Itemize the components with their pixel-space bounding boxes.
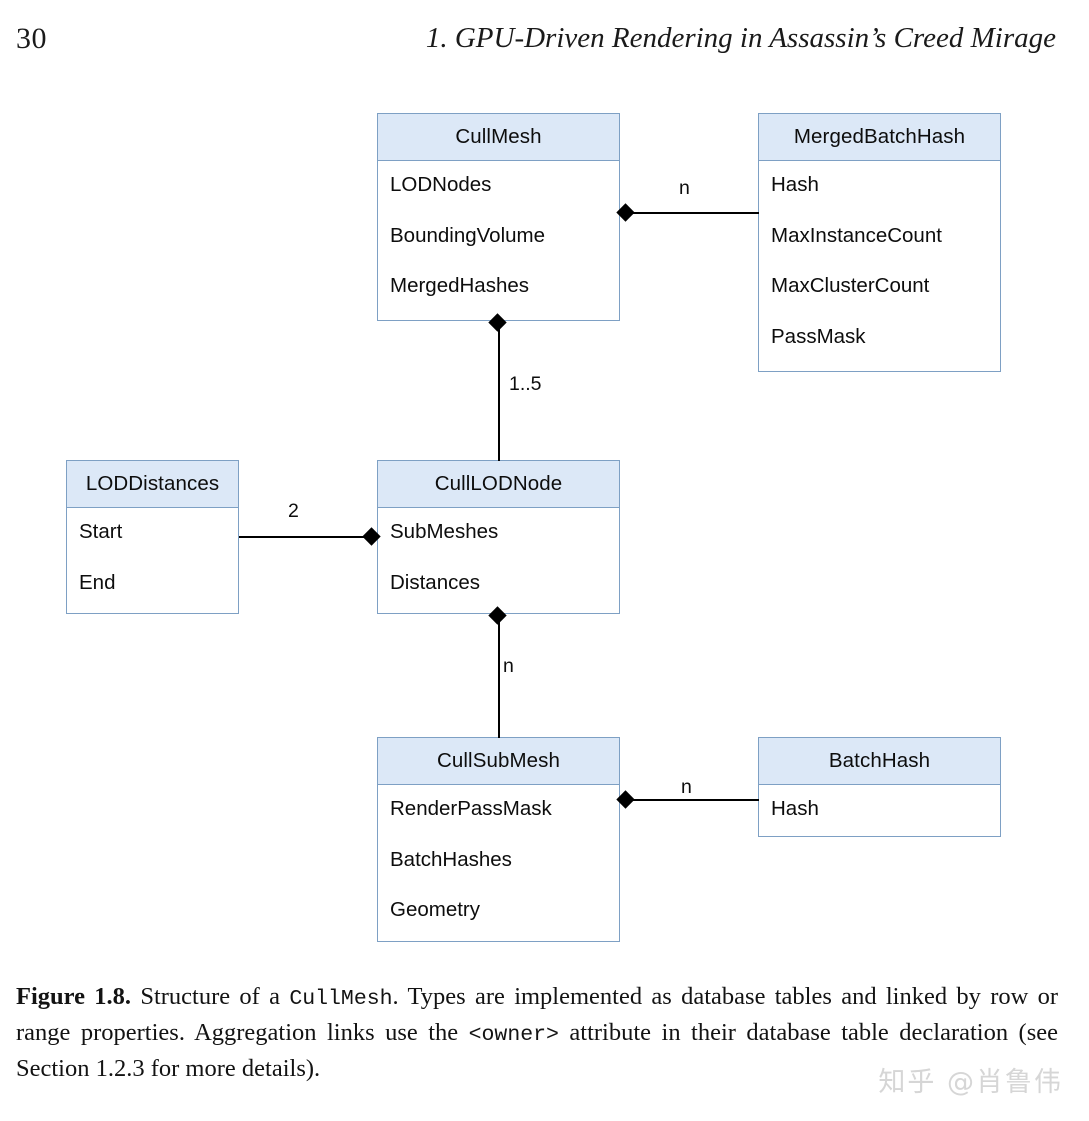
uml-attribute: End [79, 570, 116, 594]
uml-attribute-list: Hash [759, 785, 1000, 820]
figure-caption-code-cullmesh: CullMesh [289, 987, 393, 1011]
uml-node-title: CullLODNode [378, 461, 619, 508]
figure-caption-code-owner: <owner> [468, 1023, 559, 1047]
multiplicity-label-e5: n [681, 776, 692, 798]
multiplicity-label-e2: 1..5 [509, 373, 542, 395]
uml-node-lod-distances[interactable]: LODDistances Start End [66, 460, 239, 614]
edge-cull-mesh-merged-batch-hash [626, 212, 759, 214]
uml-node-title: MergedBatchHash [759, 114, 1000, 161]
uml-attribute: RenderPassMask [390, 797, 552, 820]
uml-attribute: MergedHashes [390, 274, 530, 297]
uml-attribute: MaxInstanceCount [771, 223, 942, 247]
uml-attribute: Hash [771, 173, 819, 196]
uml-attribute: PassMask [771, 324, 866, 348]
edge-cull-mesh-cull-lod-node [498, 327, 500, 461]
uml-attribute-list: Start End [67, 508, 238, 593]
uml-node-merged-batch-hash[interactable]: MergedBatchHash Hash MaxInstanceCount Ma… [758, 113, 1001, 372]
uml-class-diagram: CullMesh LODNodes BoundingVolume MergedH… [66, 113, 1001, 942]
multiplicity-label-e4: n [503, 655, 514, 677]
uml-node-cull-sub-mesh[interactable]: CullSubMesh RenderPassMask BatchHashes G… [377, 737, 620, 942]
uml-node-title: CullMesh [378, 114, 619, 161]
uml-attribute: Geometry [390, 898, 480, 921]
uml-node-title: BatchHash [759, 738, 1000, 785]
multiplicity-label-e3: 2 [288, 500, 299, 522]
uml-attribute: BatchHashes [390, 847, 512, 871]
uml-attribute-list: LODNodes BoundingVolume MergedHashes [378, 161, 619, 297]
figure-caption-part3: attribute in their database table declar… [16, 1019, 1058, 1082]
uml-attribute: Hash [771, 797, 819, 820]
figure-caption: Figure 1.8. Structure of a CullMesh. Typ… [16, 980, 1058, 1085]
uml-attribute: MaxClusterCount [771, 274, 930, 297]
figure-caption-part1: Structure of a [140, 983, 290, 1010]
uml-attribute: SubMeshes [390, 520, 499, 543]
multiplicity-label-e1: n [679, 177, 690, 199]
uml-attribute: LODNodes [390, 173, 492, 196]
edge-lod-distances-cull-lod-node [239, 536, 378, 538]
uml-node-title: LODDistances [67, 461, 238, 508]
page-running-head: 30 1. GPU-Driven Rendering in Assassin’s… [0, 22, 1089, 66]
uml-attribute-list: Hash MaxInstanceCount MaxClusterCount Pa… [759, 161, 1000, 347]
edge-cull-sub-mesh-batch-hash [626, 799, 759, 801]
watermark: 知乎 @肖鲁伟 [878, 1067, 1063, 1098]
figure-caption-label: Figure 1.8. [16, 983, 132, 1010]
page-number: 30 [16, 22, 47, 55]
uml-attribute: Distances [390, 570, 481, 594]
uml-node-cull-mesh[interactable]: CullMesh LODNodes BoundingVolume MergedH… [377, 113, 620, 321]
chapter-title: 1. GPU-Driven Rendering in Assassin’s Cr… [425, 22, 1056, 54]
uml-attribute: Start [79, 520, 123, 543]
uml-node-cull-lod-node[interactable]: CullLODNode SubMeshes Distances [377, 460, 620, 614]
figure-caption-part2: . Types are implemented as database tabl… [16, 983, 1059, 1046]
uml-attribute-list: RenderPassMask BatchHashes Geometry [378, 785, 619, 921]
uml-attribute-list: SubMeshes Distances [378, 508, 619, 593]
uml-attribute: BoundingVolume [390, 223, 546, 247]
uml-node-title: CullSubMesh [378, 738, 619, 785]
uml-node-batch-hash[interactable]: BatchHash Hash [758, 737, 1001, 837]
edge-cull-lod-node-cull-sub-mesh [498, 620, 500, 738]
